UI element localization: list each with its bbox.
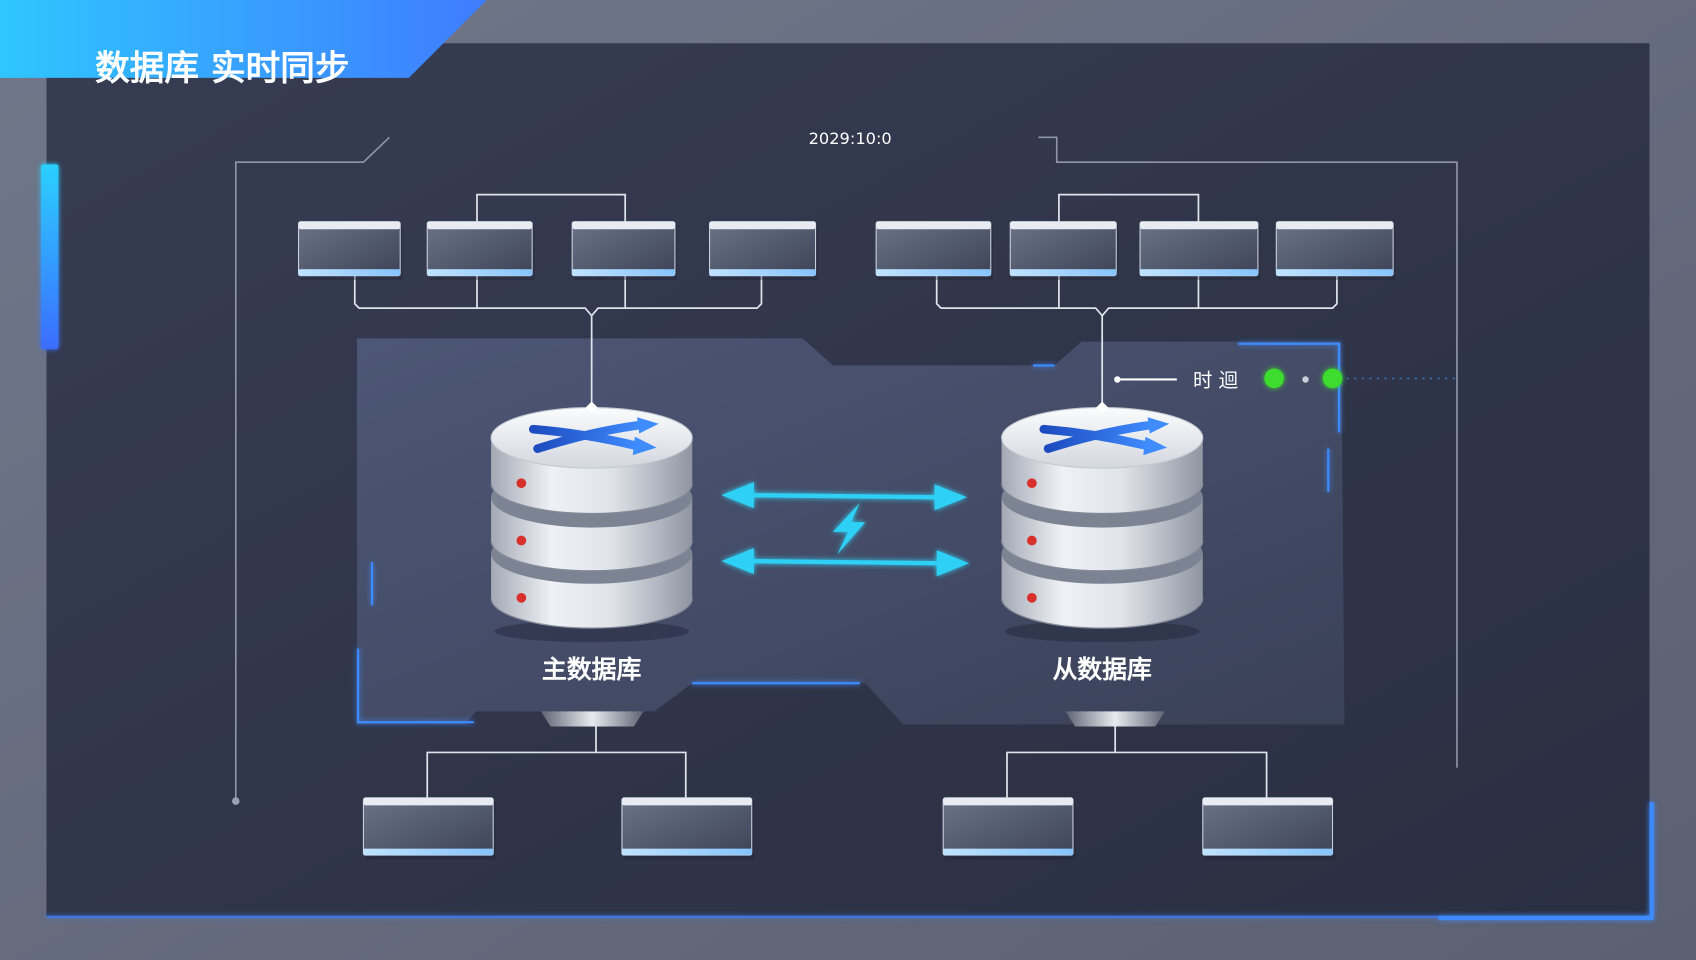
server-node-box <box>1139 221 1261 280</box>
server-node-box <box>942 797 1076 860</box>
master-stand <box>540 711 644 727</box>
slave-stand <box>1065 711 1165 727</box>
status-separator-dot <box>1302 376 1309 383</box>
title-tab <box>0 0 487 78</box>
outer-frame <box>232 136 1459 805</box>
bidirectional-arrows-icon <box>721 482 970 577</box>
bottom-accent <box>46 802 1654 920</box>
timestamp: 2029:10:0 <box>809 129 892 148</box>
status-bar <box>1114 376 1455 383</box>
status-label: 时 迴 <box>1193 369 1238 392</box>
server-node-box <box>297 221 403 280</box>
server-node-box <box>571 221 678 280</box>
server-nodes <box>297 221 1396 860</box>
status-indicator-icon <box>1322 368 1343 389</box>
left-accent-bar <box>41 164 59 350</box>
lightning-icon <box>832 502 866 555</box>
connector-lines <box>353 193 1338 798</box>
page-title: 数据库 实时同步 <box>95 49 349 89</box>
server-node-box <box>875 221 993 280</box>
server-node-box <box>621 797 754 860</box>
status-indicator-icon <box>1264 368 1284 389</box>
slave-database-icon <box>1002 408 1203 643</box>
master-db-anchor <box>585 401 598 414</box>
server-node-box <box>709 221 818 280</box>
server-node-box <box>1202 797 1335 860</box>
server-node-box <box>1009 221 1119 280</box>
master-database-icon <box>491 408 692 643</box>
server-node-box <box>1275 221 1396 280</box>
master-db-label: 主数据库 <box>542 655 642 684</box>
server-node-box <box>426 221 535 280</box>
server-node-box <box>362 797 496 860</box>
slave-db-label: 从数据库 <box>1052 655 1152 684</box>
panel-glow-edges <box>356 342 1341 724</box>
